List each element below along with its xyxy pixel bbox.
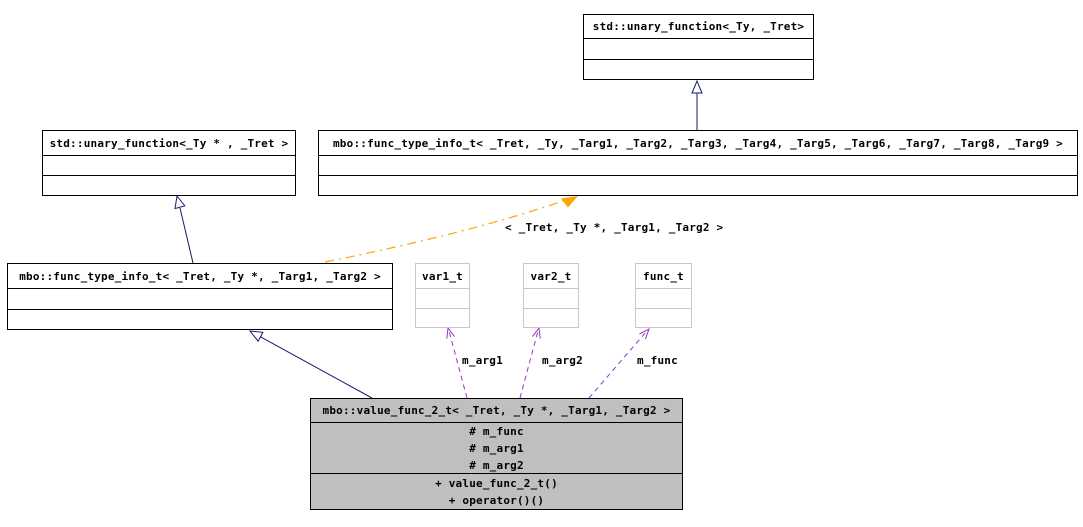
class-node-func-t: func_t <box>635 263 692 328</box>
template-arrowhead-icon <box>561 196 578 208</box>
attribute-item: # m_func <box>469 424 524 438</box>
class-title: mbo::func_type_info_t< _Tret, _Ty *, _Ta… <box>19 269 381 283</box>
inheritance-edge-valuefunc-to-functypeinfoptr <box>260 336 373 399</box>
attributes-compartment <box>8 288 392 309</box>
class-title: var1_t <box>422 269 463 283</box>
usage-arrowhead-icon <box>446 326 455 339</box>
methods-compartment <box>43 175 295 195</box>
inheritance-arrowhead-icon <box>248 330 264 343</box>
method-item: + operator()() <box>448 493 545 507</box>
class-title: mbo::value_func_2_t< _Tret, _Ty *, _Targ… <box>322 404 671 417</box>
methods-compartment <box>636 307 691 328</box>
methods-compartment <box>584 58 813 80</box>
methods-compartment <box>319 175 1077 195</box>
attributes-compartment <box>319 155 1077 175</box>
class-node-value-func-2-t: mbo::value_func_2_t< _Tret, _Ty *, _Targ… <box>310 398 683 510</box>
class-node-func-type-info-full[interactable]: mbo::func_type_info_t< _Tret, _Ty, _Targ… <box>318 130 1078 196</box>
attribute-item: # m_arg2 <box>469 458 524 472</box>
edge-label-m-func: m_func <box>637 354 678 367</box>
usage-arrowhead-icon <box>532 326 541 339</box>
inheritance-arrowhead-icon <box>691 79 703 94</box>
class-title: var2_t <box>530 269 572 283</box>
attribute-item: # m_arg1 <box>469 441 524 455</box>
usage-edge-m-arg1 <box>448 330 468 399</box>
attributes-compartment <box>636 288 691 308</box>
methods-compartment: + value_func_2_t() + operator()() <box>311 473 682 509</box>
inheritance-edge-functypeinfoptr-to-unaryfunctionptr <box>179 207 194 264</box>
edge-label-m-arg2: m_arg2 <box>542 354 583 367</box>
class-node-std-unary-function[interactable]: std::unary_function<_Ty, _Tret> <box>583 14 814 80</box>
class-title: mbo::func_type_info_t< _Tret, _Ty, _Targ… <box>332 136 1063 150</box>
attributes-compartment <box>524 288 578 308</box>
usage-edge-m-func <box>588 331 647 399</box>
usage-arrowhead-icon <box>639 327 650 340</box>
class-title: std::unary_function<_Ty, _Tret> <box>592 20 805 33</box>
attributes-compartment <box>416 288 469 308</box>
methods-compartment <box>416 307 469 328</box>
template-instance-edge <box>324 199 567 263</box>
class-node-var2-t: var2_t <box>523 263 579 328</box>
method-item: + value_func_2_t() <box>435 476 558 490</box>
methods-compartment <box>524 307 578 328</box>
methods-compartment <box>8 308 392 330</box>
attributes-compartment: # m_func # m_arg1 # m_arg2 <box>311 422 682 473</box>
attributes-compartment <box>584 38 813 59</box>
inheritance-arrowhead-icon <box>174 194 186 210</box>
class-title: std::unary_function<_Ty * , _Tret > <box>49 136 289 150</box>
class-node-var1-t: var1_t <box>415 263 470 328</box>
attributes-compartment <box>43 155 295 175</box>
class-node-func-type-info-ptr[interactable]: mbo::func_type_info_t< _Tret, _Ty *, _Ta… <box>7 263 393 330</box>
usage-edge-m-arg2 <box>519 330 539 399</box>
edge-label-m-arg1: m_arg1 <box>462 354 503 367</box>
template-args-label: < _Tret, _Ty *, _Targ1, _Targ2 > <box>505 221 724 234</box>
class-node-std-unary-function-ptr[interactable]: std::unary_function<_Ty * , _Tret > <box>42 130 296 196</box>
class-title: func_t <box>643 269 684 283</box>
